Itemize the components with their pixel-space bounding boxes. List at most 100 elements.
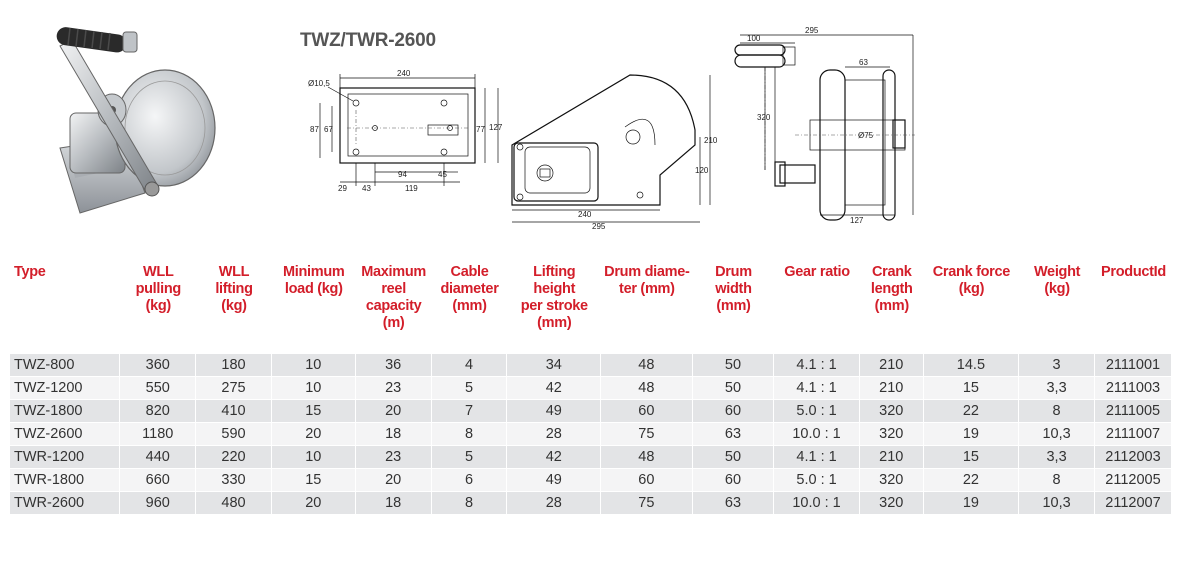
table-cell: 19 — [923, 492, 1020, 515]
table-cell: 2112005 — [1094, 469, 1172, 492]
column-header-line: Maximum — [361, 264, 427, 280]
table-cell: 15 — [923, 377, 1020, 400]
table-cell: 10 — [271, 377, 356, 400]
table-cell: TWR-1800 — [10, 469, 121, 492]
table-cell: 50 — [692, 377, 775, 400]
column-header: Drum diame-ter (mm) — [601, 258, 693, 354]
column-header-line: (mm) — [537, 315, 572, 331]
column-header-line: length — [870, 281, 913, 297]
table-cell: 2112007 — [1094, 492, 1172, 515]
table-cell: 63 — [692, 492, 775, 515]
table-cell: 20 — [271, 492, 356, 515]
column-header-line: load (kg) — [284, 281, 343, 297]
model-title: TWZ/TWR-2600 — [300, 30, 436, 51]
dim-29: 29 — [338, 184, 347, 193]
column-header-line: ProductId — [1100, 264, 1166, 280]
dim-hole-diameter: Ø10,5 — [308, 79, 330, 88]
table-cell: 3,3 — [1019, 377, 1095, 400]
table-cell: 75 — [601, 423, 693, 446]
table-cell: 4.1 : 1 — [774, 354, 860, 377]
column-header: ProductId — [1095, 258, 1172, 354]
front-view-drawing: 295 100 320 63 Ø75 127 — [734, 26, 915, 225]
table-cell: 7 — [431, 400, 508, 423]
column-header-line: Weight — [1033, 264, 1081, 280]
column-header-line: Drum diame- — [604, 264, 690, 280]
table-cell: TWZ-1200 — [10, 377, 121, 400]
base-view-drawing: 240 Ø10,5 127 77 87 67 29 43 94 45 119 — [308, 69, 503, 193]
table-cell: 320 — [859, 423, 924, 446]
column-header-line: (kg) — [221, 298, 247, 314]
table-cell: 180 — [196, 354, 272, 377]
table-cell: 2111007 — [1094, 423, 1172, 446]
column-header-line: Gear ratio — [784, 264, 850, 280]
side-view-drawing: 240 295 210 120 — [511, 74, 718, 231]
table-cell: 4.1 : 1 — [774, 377, 860, 400]
column-header-line: per stroke — [520, 298, 588, 314]
table-cell: 60 — [692, 400, 775, 423]
table-cell: 23 — [355, 377, 432, 400]
table-cell: 660 — [120, 469, 197, 492]
dim-119: 119 — [405, 184, 418, 193]
dim-94: 94 — [398, 170, 407, 179]
dim-127: 127 — [489, 123, 503, 132]
table-cell: 210 — [859, 446, 924, 469]
table-cell: 50 — [692, 446, 775, 469]
front-dim-63: 63 — [859, 58, 868, 67]
column-header-line: (kg) — [958, 281, 985, 297]
table-cell: 210 — [859, 354, 924, 377]
table-cell: 50 — [692, 354, 775, 377]
column-header-line: (mm) — [452, 298, 487, 314]
table-cell: 330 — [196, 469, 272, 492]
table-cell: 48 — [601, 446, 693, 469]
column-header: Type — [10, 258, 120, 354]
dim-77: 77 — [476, 125, 485, 134]
table-cell: 5.0 : 1 — [774, 469, 860, 492]
column-header-line: reel — [381, 281, 406, 297]
table-cell: TWR-1200 — [10, 446, 121, 469]
table-cell: 60 — [692, 469, 775, 492]
table-cell: 10.0 : 1 — [774, 492, 860, 515]
table-cell: 5.0 : 1 — [774, 400, 860, 423]
front-dim-320: 320 — [757, 113, 771, 122]
table-cell: 2111003 — [1094, 377, 1172, 400]
front-dim-75: Ø75 — [858, 131, 874, 140]
column-header-line: diameter — [440, 281, 499, 297]
table-cell: 28 — [507, 423, 602, 446]
column-header-line: Lifting — [533, 264, 576, 280]
table-cell: 3,3 — [1019, 446, 1095, 469]
winch-product-photo — [56, 27, 216, 214]
column-header-line: WLL — [143, 264, 174, 280]
table-cell: 8 — [1019, 469, 1095, 492]
column-header-line: Crank force — [932, 264, 1011, 280]
table-cell: 5 — [431, 446, 508, 469]
table-cell: 8 — [431, 492, 508, 515]
table-cell: 960 — [120, 492, 197, 515]
table-cell: 49 — [507, 469, 602, 492]
front-dim-295: 295 — [805, 26, 819, 35]
column-header-line: Crank — [871, 264, 912, 280]
side-dim-295: 295 — [592, 222, 606, 231]
table-cell: 42 — [507, 446, 602, 469]
table-cell: 220 — [196, 446, 272, 469]
dim-87: 87 — [310, 125, 319, 134]
table-cell: 22 — [923, 469, 1020, 492]
dim-240: 240 — [397, 69, 411, 78]
table-cell: 10,3 — [1019, 423, 1095, 446]
table-cell: 48 — [601, 354, 693, 377]
table-cell: 5 — [431, 377, 508, 400]
table-cell: 820 — [120, 400, 197, 423]
table-cell: 18 — [355, 492, 432, 515]
